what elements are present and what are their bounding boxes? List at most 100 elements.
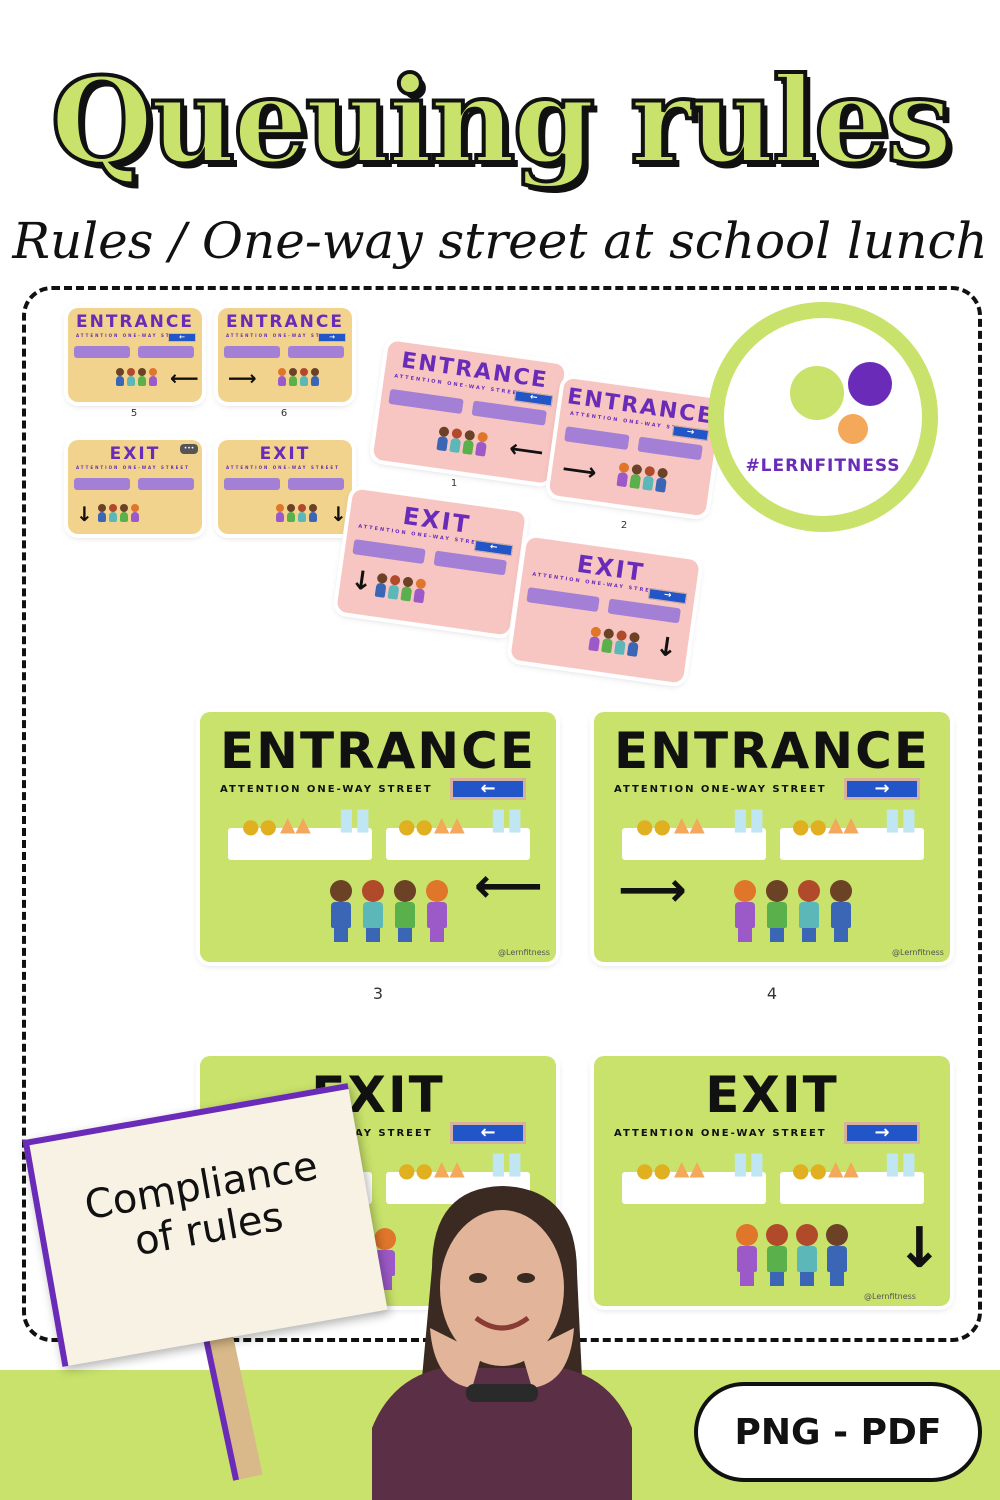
food-cupcakes-icon: ▲▲: [674, 1156, 705, 1180]
card-title: EXIT: [109, 444, 161, 464]
small-card-exit-left: EXIT ••• ATTENTION ONE-WAY STREET ↓: [68, 440, 202, 534]
direction-arrow-icon: ↓: [76, 502, 93, 526]
counter-table: [622, 1172, 766, 1204]
counter-table: [288, 346, 344, 358]
water-bottles-icon: ▮▮: [490, 1146, 524, 1181]
card-number: 1: [450, 478, 458, 489]
direction-arrow-icon: ↓: [348, 565, 375, 598]
direction-arrow-icon: ⟵: [474, 858, 543, 914]
counter-table: [74, 346, 130, 358]
card-title: ENTRANCE: [76, 312, 194, 332]
children-queue: [330, 880, 448, 942]
card-title: ENTRANCE: [226, 312, 344, 332]
one-way-sign-icon: →: [844, 778, 920, 800]
credit-text: @Lernfitness: [864, 1292, 916, 1301]
children-queue: [116, 368, 157, 386]
counter-table: [288, 478, 344, 490]
children-queue: [616, 462, 669, 493]
children-queue: [276, 504, 317, 522]
counter-table: [388, 388, 464, 414]
children-queue: [436, 426, 489, 457]
logo-text: #LERNFITNESS: [745, 456, 901, 476]
water-bottles-icon: ▮▮: [338, 802, 372, 837]
card-number: 4: [766, 984, 778, 1003]
card-subtitle: ATTENTION ONE-WAY STREET: [226, 333, 340, 338]
direction-arrow-icon: ↓: [653, 631, 680, 665]
counter-table: [386, 828, 530, 860]
food-coins-icon: ●●: [636, 1158, 671, 1182]
card-number: 3: [372, 984, 384, 1003]
card-subtitle: ATTENTION ONE-WAY STREET: [76, 333, 190, 338]
one-way-sign-icon: →: [844, 1122, 920, 1144]
water-bottles-icon: ▮▮: [732, 1146, 766, 1181]
counter-table: [224, 346, 280, 358]
one-way-sign-icon: →: [318, 333, 346, 342]
direction-arrow-icon: ⟵: [507, 434, 546, 467]
page-subtitle: Rules / One-way street at school lunch: [12, 212, 988, 270]
placard-text: Compliance of rules: [38, 1136, 372, 1279]
direction-arrow-icon: ⟶: [618, 862, 687, 918]
food-coins-icon: ●●: [242, 814, 277, 838]
food-coins-icon: ●●: [398, 1158, 433, 1182]
card-subtitle: ATTENTION ONE-WAY STREET: [220, 784, 433, 795]
small-card-entrance-6: ENTRANCE ATTENTION ONE-WAY STREET → ⟶: [218, 308, 352, 402]
counter-table: [780, 828, 924, 860]
food-coins-icon: ●●: [398, 814, 433, 838]
page-title: Queuing rules: [49, 51, 955, 190]
food-cupcakes-icon: ▲▲: [674, 812, 705, 836]
card-subtitle: ATTENTION ONE-WAY STREET: [614, 1128, 827, 1139]
counter-table: [352, 539, 426, 564]
direction-arrow-icon: ↓: [896, 1216, 943, 1281]
presenter-photo: [372, 1186, 632, 1500]
credit-text: @Lernfitness: [892, 948, 944, 957]
small-card-exit-right: EXIT ATTENTION ONE-WAY STREET ↓: [218, 440, 352, 534]
card-subtitle: ATTENTION ONE-WAY STREET: [614, 784, 827, 795]
counter-table: [564, 426, 630, 450]
logo-dot-lime: [790, 366, 844, 420]
food-coins-icon: ●●: [792, 1158, 827, 1182]
one-way-sign-icon: ←: [450, 1122, 526, 1144]
menu-dots-icon[interactable]: •••: [180, 444, 198, 454]
card-number: 6: [280, 408, 288, 419]
big-card-exit-right: EXIT ATTENTION ONE-WAY STREET → ●● ▲▲ ●●…: [594, 1056, 950, 1306]
children-queue: [374, 572, 427, 604]
big-card-entrance-3: ENTRANCE ATTENTION ONE-WAY STREET ← ●● ▲…: [200, 712, 556, 962]
water-bottles-icon: ▮▮: [732, 802, 766, 837]
one-way-sign-icon: ←: [168, 333, 196, 342]
water-bottles-icon: ▮▮: [884, 1146, 918, 1181]
counter-table: [637, 436, 703, 461]
pink-card-exit-left: EXIT ATTENTION ONE-WAY STREET ← ↓: [336, 488, 526, 636]
children-queue: [736, 1224, 848, 1286]
card-title: ENTRANCE: [220, 722, 536, 780]
water-bottles-icon: ▮▮: [884, 802, 918, 837]
direction-arrow-icon: ⟶: [560, 454, 599, 487]
logo-dot-orange: [838, 414, 868, 444]
credit-text: @Lernfitness: [498, 948, 550, 957]
food-coins-icon: ●●: [636, 814, 671, 838]
counter-table: [526, 587, 600, 612]
counter-table: [138, 478, 194, 490]
lernfitness-logo: #LERNFITNESS: [708, 302, 938, 532]
counter-table: [74, 478, 130, 490]
format-badge: PNG - PDF: [694, 1382, 982, 1482]
pink-card-entrance-2: ENTRANCE ATTENTION ONE-WAY STREET → ⟶: [548, 377, 722, 517]
food-cupcakes-icon: ▲▲: [828, 812, 859, 836]
counter-table: [138, 346, 194, 358]
card-subtitle: ATTENTION ONE-WAY STREET: [226, 465, 340, 470]
children-queue: [98, 504, 139, 522]
one-way-sign-icon: ←: [450, 778, 526, 800]
food-coins-icon: ●●: [792, 814, 827, 838]
children-queue: [588, 626, 641, 657]
food-cupcakes-icon: ▲▲: [434, 1156, 465, 1180]
water-bottles-icon: ▮▮: [490, 802, 524, 837]
direction-arrow-icon: ⟶: [228, 366, 257, 390]
counter-table: [433, 550, 507, 576]
food-cupcakes-icon: ▲▲: [280, 812, 311, 836]
card-number: 5: [130, 408, 138, 419]
card-subtitle: ATTENTION ONE-WAY STREET: [76, 465, 190, 470]
logo-dot-purple: [848, 362, 892, 406]
children-queue: [278, 368, 319, 386]
card-title: ENTRANCE: [614, 722, 930, 780]
card-number: 2: [620, 520, 628, 531]
food-cupcakes-icon: ▲▲: [828, 1156, 859, 1180]
